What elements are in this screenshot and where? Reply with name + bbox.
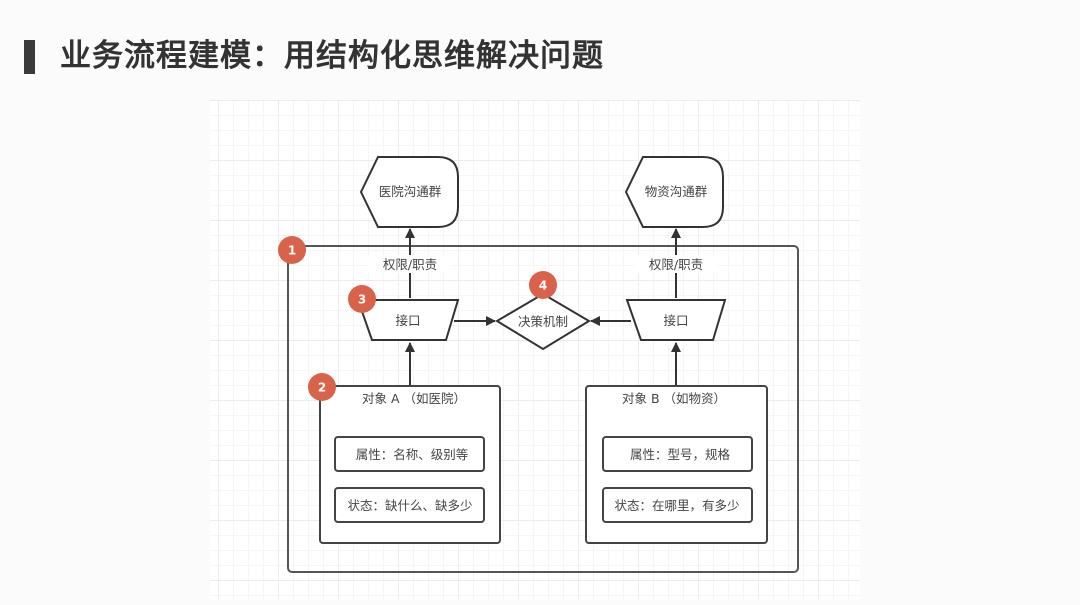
badge-2: 2 <box>308 373 336 401</box>
material-channel-shape <box>624 156 724 228</box>
right-permission-label: 权限/职责 <box>649 257 703 272</box>
svg-text:4: 4 <box>539 279 547 293</box>
system-boundary <box>287 245 799 573</box>
left-interface-shape <box>356 299 460 341</box>
left-permission-bg <box>368 255 452 273</box>
object-a-state-box <box>334 487 485 523</box>
object-b-state-box <box>602 487 753 523</box>
object-a-attribute: 属性：名称、级别等 <box>356 447 469 462</box>
page-title: 业务流程建模：用结构化思维解决问题 <box>60 38 604 74</box>
hospital-channel-shape <box>359 156 459 228</box>
decision-label: 决策机制 <box>518 314 568 329</box>
hospital-channel-label: 医院沟通群 <box>379 184 442 199</box>
object-a-attribute-box <box>334 436 485 472</box>
right-permission-bg <box>634 255 718 273</box>
object-b-attribute-box <box>602 436 753 472</box>
object-a-state: 状态：缺什么、缺多少 <box>347 498 472 513</box>
title-accent-bar <box>24 40 35 74</box>
svg-text:2: 2 <box>318 381 326 395</box>
right-interface-shape <box>625 299 727 341</box>
object-b-title: 对象 B （如物资） <box>622 391 726 406</box>
badge-1: 1 <box>278 236 306 264</box>
left-interface-label: 接口 <box>395 313 420 328</box>
badge-3: 3 <box>348 285 376 313</box>
svg-text:1: 1 <box>288 244 296 258</box>
decision-diamond <box>495 292 591 351</box>
badge-4: 4 <box>529 271 557 299</box>
right-interface-label: 接口 <box>663 313 688 328</box>
material-channel-label: 物资沟通群 <box>645 184 708 199</box>
object-b-attribute: 属性：型号，规格 <box>630 447 731 462</box>
object-b-state: 状态：在哪里，有多少 <box>614 498 739 513</box>
object-a-title: 对象 A （如医院） <box>362 391 466 406</box>
svg-text:3: 3 <box>358 293 366 307</box>
left-permission-label: 权限/职责 <box>383 257 437 272</box>
